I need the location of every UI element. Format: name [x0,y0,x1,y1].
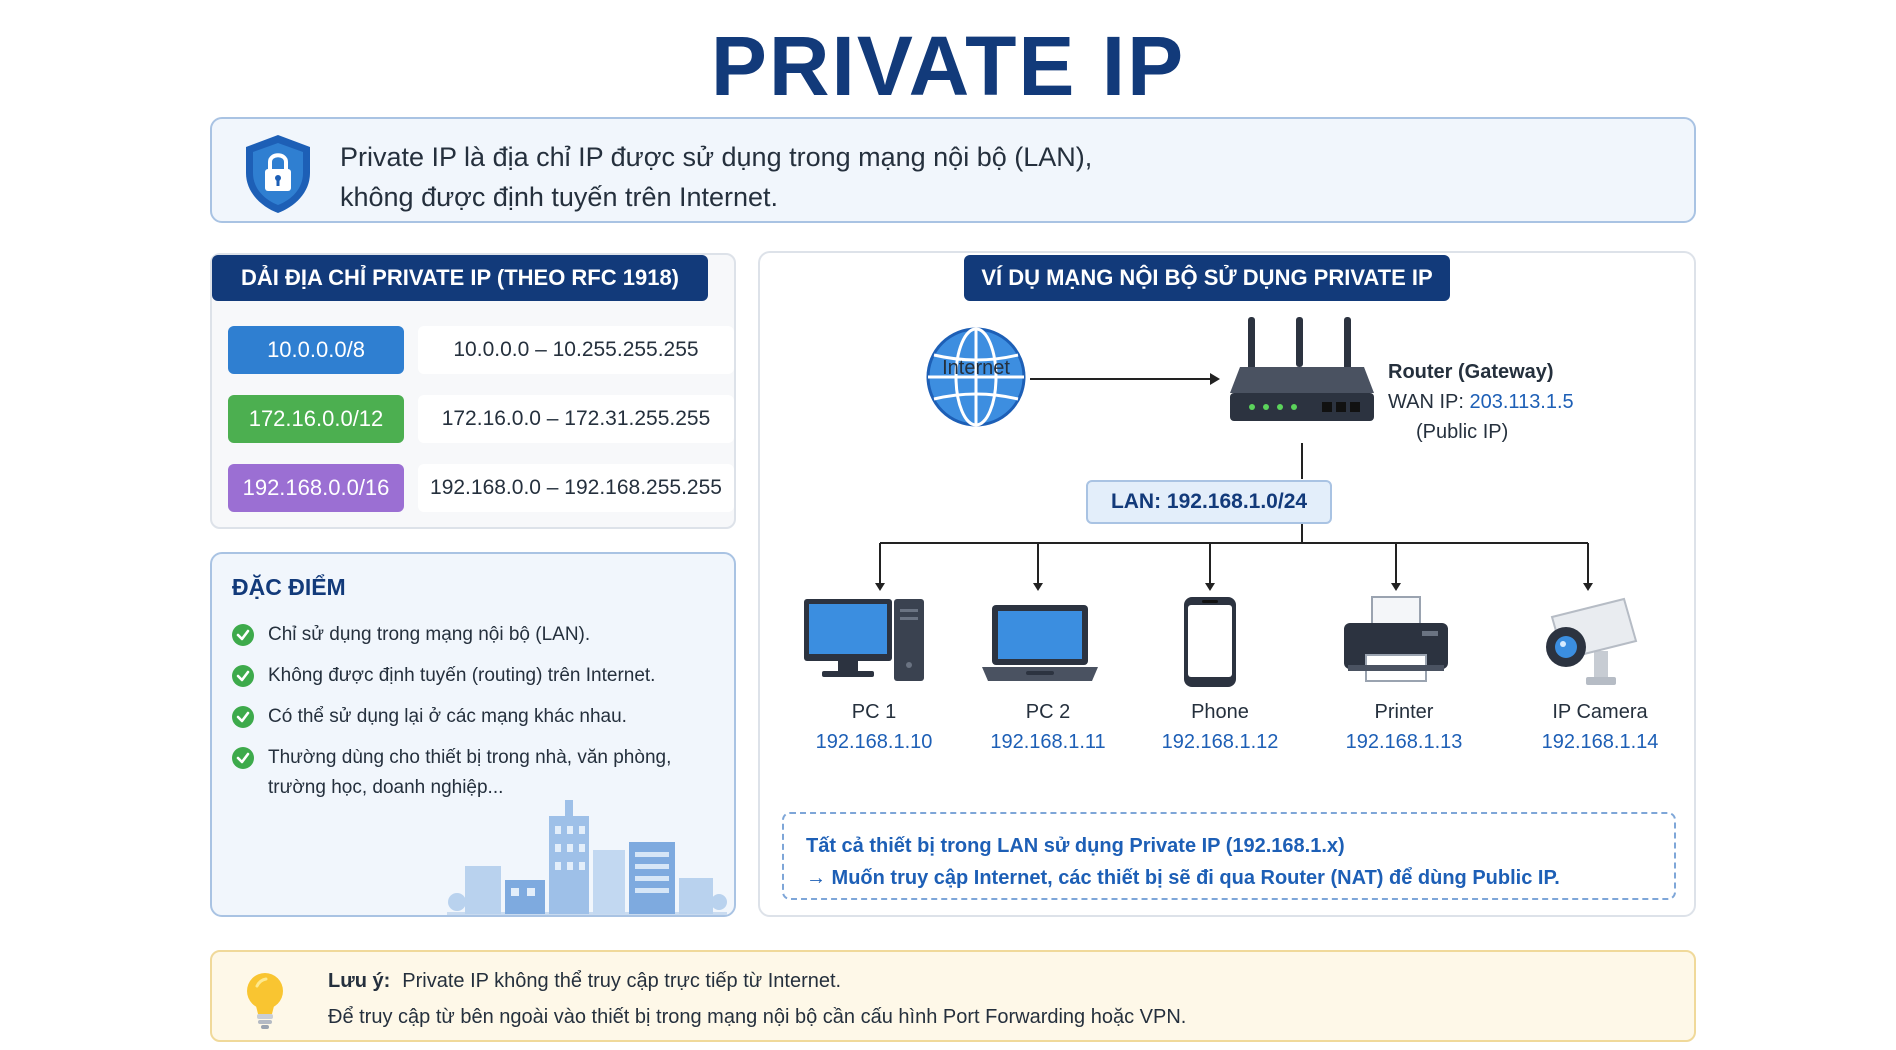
note-box: Lưu ý:Private IP không thể truy cập trực… [210,950,1696,1042]
camera-icon [1546,597,1638,685]
range-span: 172.16.0.0 – 172.31.255.255 [418,395,734,443]
range-row: 172.16.0.0/12 172.16.0.0 – 172.31.255.25… [228,395,734,445]
city-buildings-icon [447,800,727,915]
ranges-heading: DẢI ĐỊA CHỈ PRIVATE IP (THEO RFC 1918) [212,255,708,301]
device-name: IP Camera [1552,701,1648,723]
range-span: 10.0.0.0 – 10.255.255.255 [418,326,734,374]
laptop-icon [982,605,1098,681]
range-span: 192.168.0.0 – 192.168.255.255 [418,464,734,512]
device-name: PC 1 [851,701,897,723]
public-ip-note: (Public IP) [1416,421,1509,443]
note-line-2: Để truy cập từ bên ngoài vào thiết bị tr… [328,1006,1187,1028]
wan-ip: 203.113.1.5 [1469,391,1574,413]
network-diagram-panel: VÍ DỤ MẠNG NỘI BỘ SỬ DỤNG PRIVATE IP [758,251,1696,917]
device-ip: 192.168.1.12 [1161,731,1279,753]
network-diagram [804,317,1638,687]
lightbulb-icon [247,973,283,1029]
internet-label: Internet [942,357,1010,379]
network-heading: VÍ DỤ MẠNG NỘI BỘ SỬ DỤNG PRIVATE IP [964,255,1450,301]
range-cidr: 10.0.0.0/8 [228,326,404,374]
desktop-pc-icon [804,599,924,681]
intro-line-1: Private IP là địa chỉ IP được sử dụng tr… [340,142,1093,172]
arrow-head [1210,373,1220,385]
feature-item: Thường dùng cho thiết bị trong nhà, văn … [232,743,702,803]
router-icon [1230,317,1374,421]
note-label: Lưu ý: [328,970,391,992]
check-icon [232,624,254,646]
check-icon [232,665,254,687]
device-ip: 192.168.1.11 [990,731,1106,753]
note-line-1: Lưu ý:Private IP không thể truy cập trực… [328,970,842,992]
device-name: PC 2 [1025,701,1071,723]
shield-lock-icon [246,135,310,213]
feature-item: Có thể sử dụng lại ở các mạng khác nhau. [232,702,722,732]
phone-icon [1184,597,1236,687]
range-row: 192.168.0.0/16 192.168.0.0 – 192.168.255… [228,464,734,514]
internet-globe-icon [926,327,1026,427]
feature-item: Không được định tuyến (routing) trên Int… [232,661,722,691]
check-icon [232,706,254,728]
printer-icon [1344,596,1448,682]
device-ip: 192.168.1.13 [1345,731,1463,753]
router-info: Router (Gateway) WAN IP: 203.113.1.5 (Pu… [1388,357,1574,447]
device-name: Printer [1374,701,1434,723]
router-title: Router (Gateway) [1388,361,1554,383]
device-ip: 192.168.1.10 [815,731,933,753]
device-ip: 192.168.1.14 [1541,731,1659,753]
range-cidr: 192.168.0.0/16 [228,464,404,512]
lan-subnet-tag: LAN: 192.168.1.0/24 [1086,480,1332,524]
page-title: PRIVATE IP [710,19,1186,113]
network-note-line-1: Tất cả thiết bị trong LAN sử dụng Privat… [806,835,1345,857]
features-panel: ĐẶC ĐIỂM Chỉ sử dụng trong mạng nội bộ (… [210,552,736,917]
wan-prefix: WAN IP: [1388,391,1464,413]
range-row: 10.0.0.0/8 10.0.0.0 – 10.255.255.255 [228,326,734,376]
device-name: Phone [1191,701,1249,723]
private-ranges-panel: DẢI ĐỊA CHỈ PRIVATE IP (THEO RFC 1918) 1… [210,253,736,529]
range-cidr: 172.16.0.0/12 [228,395,404,443]
features-heading: ĐẶC ĐIỂM [232,574,346,600]
network-note: Tất cả thiết bị trong LAN sử dụng Privat… [782,812,1676,900]
intro-line-2: không được định tuyến trên Internet. [340,182,779,212]
check-icon [232,747,254,769]
feature-item: Chỉ sử dụng trong mạng nội bộ (LAN). [232,620,722,650]
network-note-line-2: → Muốn truy cập Internet, các thiết bị s… [806,867,1560,889]
intro-box: Private IP là địa chỉ IP được sử dụng tr… [210,117,1696,223]
